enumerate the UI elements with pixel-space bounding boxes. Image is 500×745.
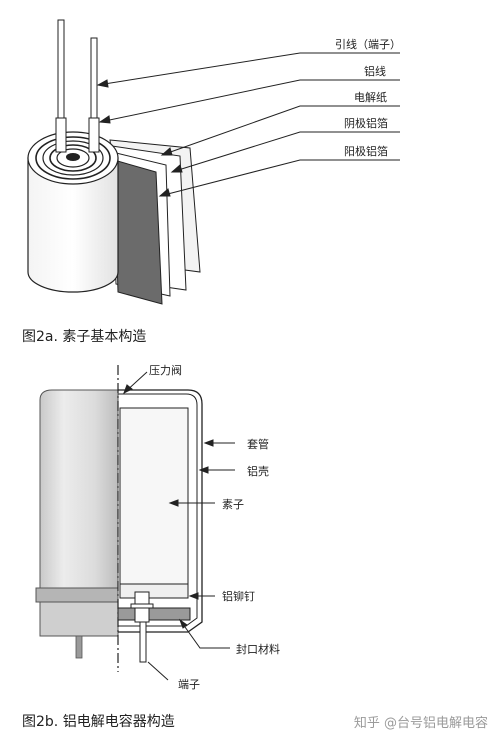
label-pressure-valve: 压力阀 [149, 363, 182, 377]
leader-lines-a [96, 52, 400, 197]
figure-2b: 压力阀 套管 铝壳 素子 铝铆钉 封口材料 端子 [0, 360, 500, 691]
label-aluminum-wire: 铝线 [364, 64, 386, 78]
caption-figure-2b: 图2b. 铝电解电容器构造 [22, 714, 175, 730]
figure-2a: 引线（端子） 铝线 电解纸 阴极铝箔 阳极铝箔 [0, 0, 500, 320]
label-aluminum-rivet: 铝铆钉 [222, 589, 255, 603]
caption-figure-2a: 图2a. 素子基本构造 [22, 329, 147, 345]
label-element: 素子 [222, 498, 244, 511]
capacitor-cross-section [117, 389, 203, 663]
label-lead-wire: 引线（端子） [335, 37, 401, 51]
label-electrolytic-paper: 电解纸 [354, 90, 387, 104]
label-sealing-material: 封口材料 [236, 642, 280, 656]
leader-lines-b [123, 371, 235, 681]
label-anode-foil: 阳极铝箔 [344, 144, 388, 158]
capacitor-structure-diagram: 压力阀 套管 铝壳 素子 铝铆钉 封口材料 端子 [35, 363, 280, 691]
wound-element [27, 117, 119, 293]
label-aluminum-case: 铝壳 [247, 464, 269, 478]
label-sleeve: 套管 [247, 437, 269, 451]
lead-wires [57, 19, 98, 133]
unrolled-foils [109, 139, 201, 305]
capacitor-exterior [35, 389, 119, 659]
label-cathode-foil: 阴极铝箔 [344, 116, 388, 130]
watermark: 知乎 @台号铝电解电容 [353, 716, 488, 731]
element-structure-diagram: 引线（端子） 铝线 电解纸 阴极铝箔 阳极铝箔 [27, 19, 401, 305]
label-terminal: 端子 [178, 678, 200, 690]
